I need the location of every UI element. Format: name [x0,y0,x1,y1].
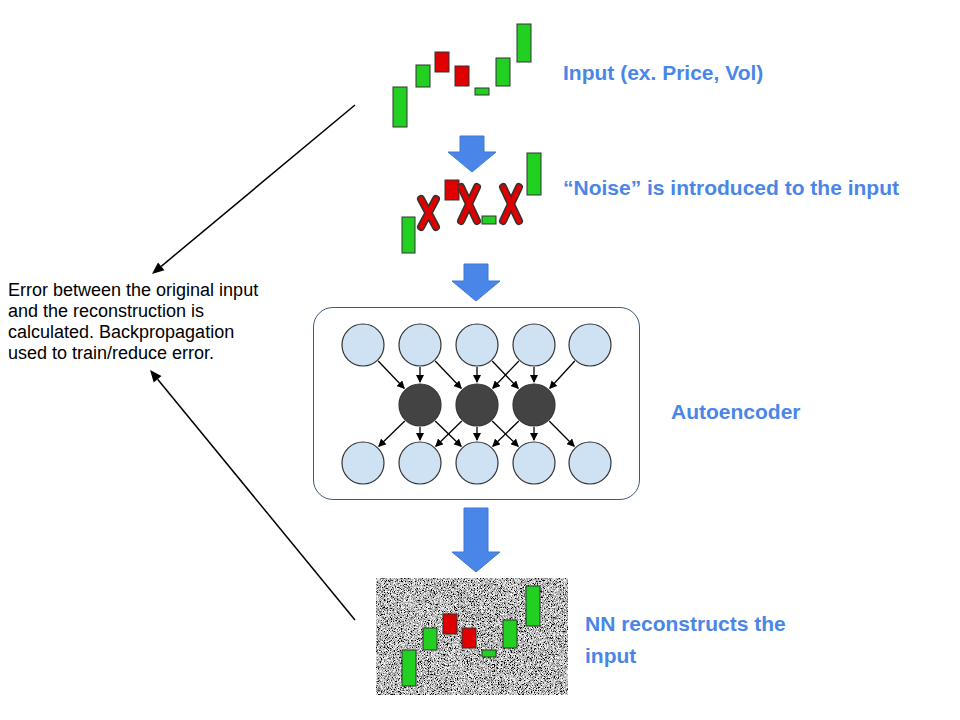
feedback-arrow [150,370,355,620]
noisy-input-chart: “Noise” is introduced to the input [398,178,548,256]
feedback-arrow [152,105,355,274]
node-label: Autoencoder [671,396,931,428]
node-label: Input (ex. Price, Vol) [563,57,883,89]
note-text: Error between the original input and the… [8,280,278,364]
network-neurons [342,324,611,484]
network-links [378,361,575,446]
reconstructed-candles [402,586,540,686]
autoencoder-box: Autoencoder [313,307,640,500]
error-note: Error between the original input and the… [8,280,278,364]
flow-arrow [452,508,500,572]
input-candles [393,24,531,127]
node-label: “Noise” is introduced to the input [563,172,903,204]
noise-texture [376,578,568,695]
reconstruction-chart: NN reconstructs the input [355,578,568,695]
flow-arrow [448,136,496,172]
node-label: NN reconstructs the input [585,608,835,671]
flow-arrow [452,264,500,301]
input-chart: Input (ex. Price, Vol) [355,0,533,128]
